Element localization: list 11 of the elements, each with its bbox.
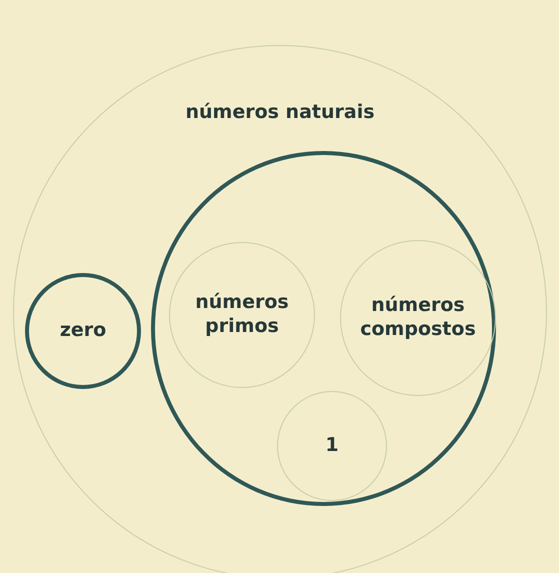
set-circle xyxy=(25,273,141,389)
set-circle xyxy=(277,391,387,501)
set-circle xyxy=(13,45,547,573)
set-circle xyxy=(169,242,315,388)
set-label: números primos xyxy=(194,291,290,339)
set-label: números naturais xyxy=(184,101,376,125)
set-label: 1 xyxy=(325,434,339,458)
set-label: zero xyxy=(60,319,106,343)
set-circle xyxy=(340,240,496,396)
set-circle xyxy=(151,151,496,506)
set-label: números compostos xyxy=(359,294,477,342)
